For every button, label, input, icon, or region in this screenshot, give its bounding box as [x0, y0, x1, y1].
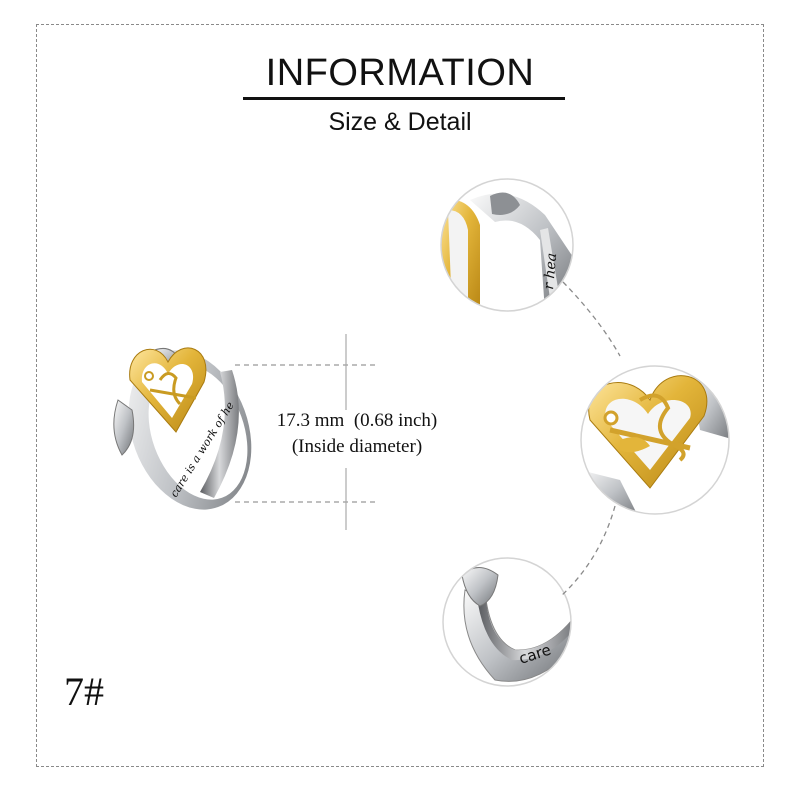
- detail-circle-heart: [580, 365, 730, 515]
- engraving-detail-top: r hea: [541, 252, 560, 290]
- page-subtitle: Size & Detail: [328, 108, 472, 136]
- connector-lines: [559, 281, 621, 598]
- diameter-value: 17.3 mm (0.68 inch): [276, 410, 438, 431]
- diameter-caption: (Inside diameter): [291, 436, 423, 457]
- diameter-measurement: 17.3 mm (0.68 inch) (Inside diameter): [257, 408, 457, 460]
- title-underline: [243, 97, 565, 100]
- dimension-guides: [235, 334, 376, 530]
- detail-circle-band: care: [442, 557, 572, 687]
- ring-main-image: care is a work of he: [113, 347, 252, 510]
- detail-circle-knot: r hea: [440, 178, 574, 312]
- dashed-frame: [36, 24, 764, 767]
- page-title: INFORMATION: [265, 52, 535, 94]
- ring-size-label: 7#: [64, 669, 104, 714]
